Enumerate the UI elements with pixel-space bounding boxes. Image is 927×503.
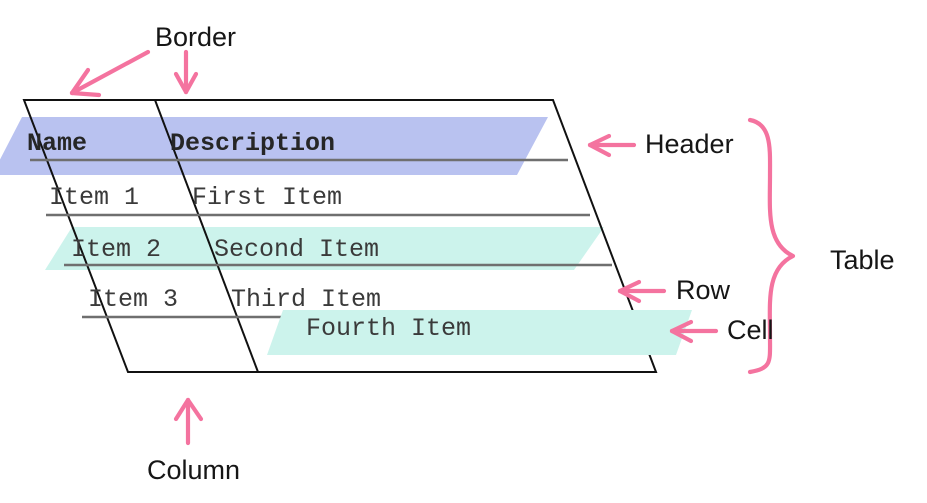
annotation-label-row: Row <box>676 275 731 305</box>
arrow-column <box>173 397 204 446</box>
table-cell-description-2: Second Item <box>214 235 380 264</box>
arrow-row <box>617 279 667 304</box>
arrow-cell <box>669 319 719 344</box>
table-cell-description-1: First Item <box>192 183 343 212</box>
table-cell-name-1: Item 1 <box>49 183 140 212</box>
table-cell-floating-fourth: Fourth Item <box>306 314 472 343</box>
table-cell-name-2: Item 2 <box>71 235 162 264</box>
table-header-cell-name: Name <box>27 129 88 158</box>
arrow-border-down <box>173 49 199 95</box>
annotation-label-border: Border <box>155 22 237 52</box>
table-header-cell-description: Description <box>170 129 336 158</box>
annotation-label-header: Header <box>645 129 734 159</box>
cell-highlight <box>267 310 692 355</box>
arrow-header <box>587 133 637 158</box>
table-outline-border <box>22 99 658 373</box>
column-divider-border <box>154 99 259 373</box>
annotation-label-table: Table <box>830 245 895 275</box>
curly-brace-table <box>747 117 796 375</box>
arrow-border-left <box>69 49 151 98</box>
annotation-label-cell: Cell <box>727 315 774 345</box>
row-highlight <box>45 227 604 270</box>
table-cell-description-3: Third Item <box>231 285 382 314</box>
table-cell-name-3: Item 3 <box>88 285 179 314</box>
annotation-label-column: Column <box>147 455 241 485</box>
